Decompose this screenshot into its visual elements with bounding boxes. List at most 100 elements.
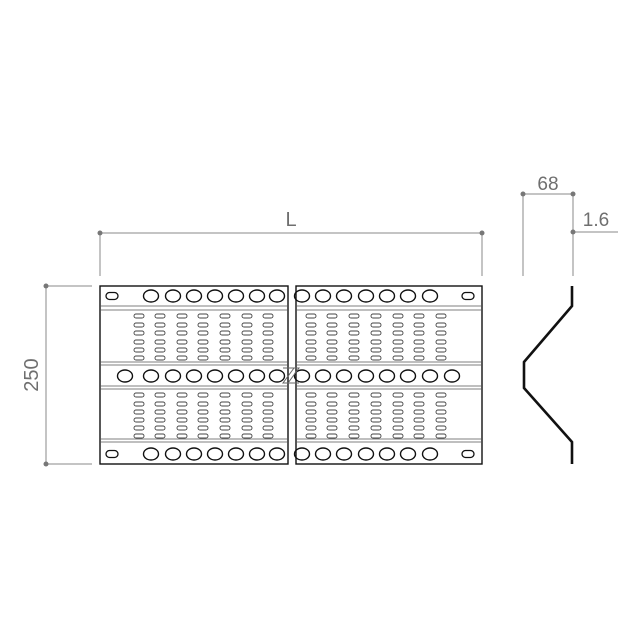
hole-large-bottom (335, 447, 353, 461)
perforation-slot (241, 330, 253, 336)
perforation-slot (370, 425, 382, 431)
perforation-slot (435, 355, 447, 361)
perforation-slot (197, 409, 209, 415)
hole-large-top (227, 289, 245, 303)
perforation-slot (413, 425, 425, 431)
perforation-slot (305, 313, 317, 319)
tray-plan-view (99, 285, 483, 465)
perforation-slot (241, 347, 253, 353)
hole-large-top (399, 289, 417, 303)
perforation-slot (392, 392, 404, 398)
perforation-slot (392, 330, 404, 336)
perforation-slot (176, 425, 188, 431)
hole-large-middle (185, 369, 203, 383)
length-dot-left (97, 230, 103, 236)
perforation-slot (413, 401, 425, 407)
perforation-slot (219, 392, 231, 398)
perforation-slot (241, 392, 253, 398)
perforation-slot (326, 313, 338, 319)
perforation-slot (435, 401, 447, 407)
perforation-slot (154, 417, 166, 423)
perforation-slot (348, 392, 360, 398)
perforation-slot (413, 409, 425, 415)
height-dot-top (43, 283, 49, 289)
hole-large-top (206, 289, 224, 303)
perforation-slot (413, 392, 425, 398)
hole-large-bottom (227, 447, 245, 461)
perforation-slot (370, 347, 382, 353)
perforation-slot (176, 330, 188, 336)
perforation-slot (219, 330, 231, 336)
perforation-slot (241, 313, 253, 319)
thickness-dimension: 1.6 (570, 210, 618, 235)
perforation-slot (392, 322, 404, 328)
length-dimension: L (97, 209, 485, 276)
perforation-slot (197, 417, 209, 423)
perforation-slot (326, 355, 338, 361)
perforation-slot (392, 425, 404, 431)
perforation-slot (241, 409, 253, 415)
perforation-slot (392, 355, 404, 361)
perforation-slot (370, 392, 382, 398)
perforation-slot (176, 322, 188, 328)
hole-large-middle (443, 369, 461, 383)
hole-large-bottom (399, 447, 417, 461)
perforation-slot (392, 401, 404, 407)
perforation-slot (370, 355, 382, 361)
hole-large-middle (378, 369, 396, 383)
perforation-slot (262, 330, 274, 336)
perforation-slot (370, 409, 382, 415)
perforation-slot (435, 392, 447, 398)
perforation-slot (348, 433, 360, 439)
depth-dimension: 68 (520, 174, 576, 276)
perforation-slot (154, 425, 166, 431)
perforation-slot (348, 339, 360, 345)
perforation-slot (348, 330, 360, 336)
perforation-slot (326, 339, 338, 345)
hole-large-top (293, 289, 311, 303)
perforation-slot (413, 355, 425, 361)
perforation-slot (370, 401, 382, 407)
height-dimension: 250 (21, 283, 92, 467)
perforation-slot (133, 339, 145, 345)
perforation-slot (154, 347, 166, 353)
depth-dot-right (570, 191, 576, 197)
perforation-slot (305, 417, 317, 423)
hole-large-bottom (185, 447, 203, 461)
perforation-slot (348, 322, 360, 328)
perforation-slot (133, 322, 145, 328)
perforation-slot (154, 355, 166, 361)
hole-large-middle (142, 369, 160, 383)
perforation-slot (197, 347, 209, 353)
perforation-slot (413, 322, 425, 328)
perforation-slot (326, 322, 338, 328)
height-label: 250 (21, 358, 43, 391)
perforation-slot (133, 313, 145, 319)
hole-large-middle (421, 369, 439, 383)
perforation-slot (154, 401, 166, 407)
perforation-slot (176, 401, 188, 407)
perforation-slot (326, 392, 338, 398)
hole-large-top (421, 289, 439, 303)
perforation-slot (262, 401, 274, 407)
length-dot-right (479, 230, 485, 236)
perforation-slot (219, 425, 231, 431)
perforation-slot (133, 433, 145, 439)
tray-panel-right (295, 285, 483, 465)
perforation-slot (370, 417, 382, 423)
perforation-slot (392, 347, 404, 353)
perforation-slot (370, 339, 382, 345)
hole-large-top (164, 289, 182, 303)
perforation-slot (370, 313, 382, 319)
perforation-slot (348, 347, 360, 353)
perforation-slot (197, 339, 209, 345)
perforation-slot (305, 433, 317, 439)
perforation-slot (154, 392, 166, 398)
hole-large-bottom (142, 447, 160, 461)
perforation-slot (413, 313, 425, 319)
hole-large-bottom (206, 447, 224, 461)
perforation-slot (219, 355, 231, 361)
hole-large-middle (248, 369, 266, 383)
perforation-slot (262, 347, 274, 353)
perforation-slot (219, 313, 231, 319)
